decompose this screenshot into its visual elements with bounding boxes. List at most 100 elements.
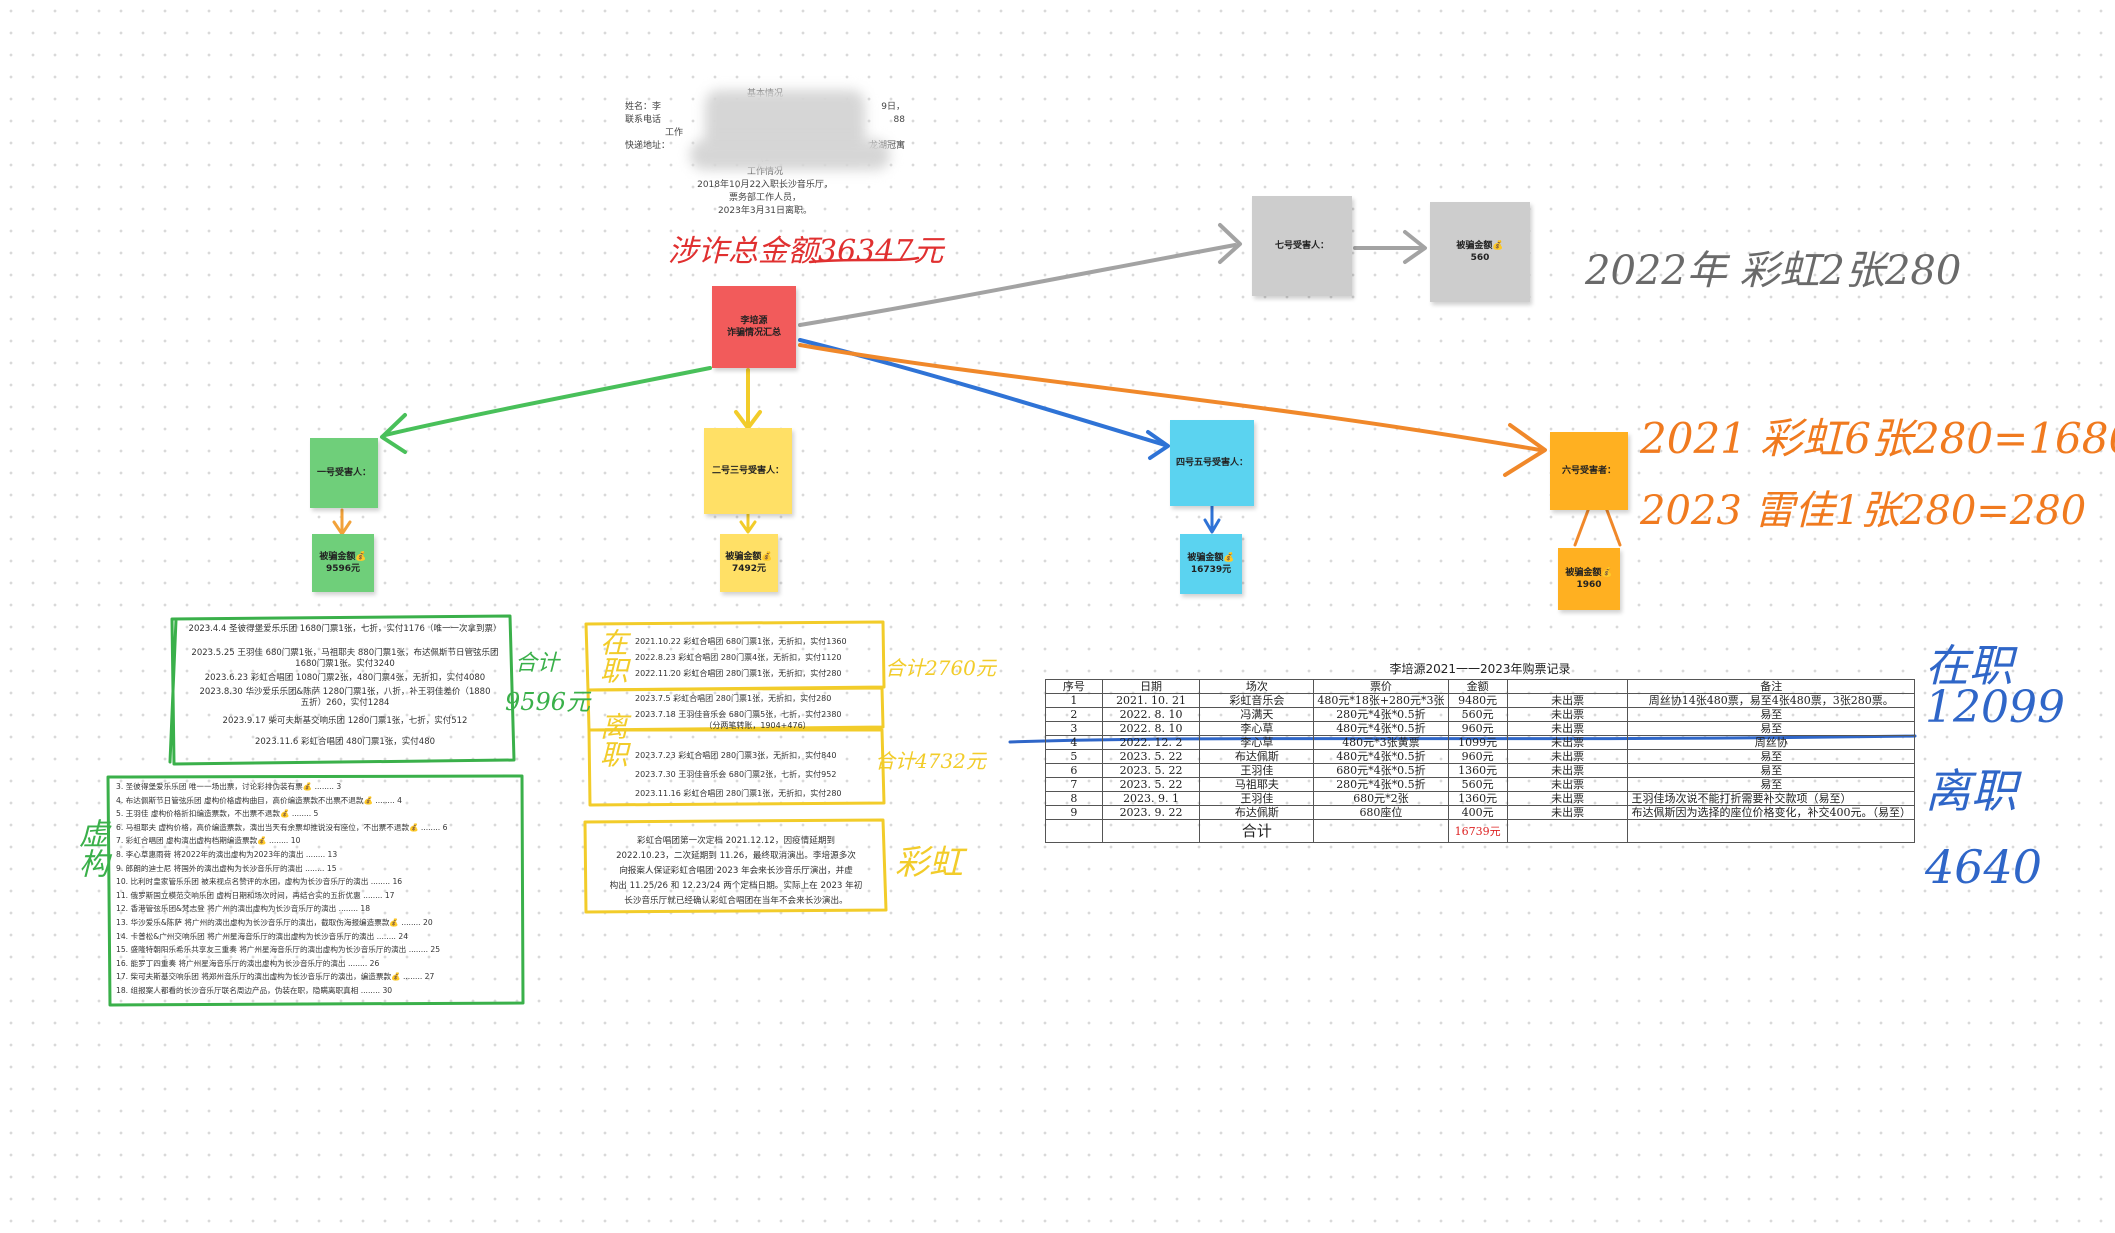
victim7-label: 七号受害人：: [1274, 240, 1329, 251]
arrow-to-victim1: [383, 366, 712, 437]
profile-line: 快递地址：: [625, 141, 671, 151]
list-item: （分两笔转账，1904+476）: [704, 721, 811, 730]
table-cell: 280元*4张*0.5折: [1313, 707, 1449, 722]
table-cell: 冯满天: [1199, 707, 1315, 722]
victim23-amount: 被骗金额💰 7492元: [725, 551, 773, 574]
table-cell: 1099元: [1447, 735, 1508, 750]
table-cell: 马祖耶夫: [1199, 777, 1315, 792]
victim7-amount-node[interactable]: 被骗金额💰 560: [1430, 202, 1530, 302]
table-cell: 2022. 8. 10: [1101, 721, 1201, 736]
table-cell: 2: [1045, 707, 1103, 722]
profile-line: 工作: [665, 128, 684, 138]
list-item: 2023.7.30 王羽佳音乐会 680门票2张，七折，实付952: [635, 770, 837, 779]
table-cell: 2023. 5. 22: [1101, 763, 1201, 778]
table-cell: 未出票: [1506, 777, 1629, 792]
table-cell: 未出票: [1506, 805, 1629, 820]
list-item: 2023.4.4 圣彼得堡爱乐乐团 1680门票1张，七折，实付1176（唯一一…: [188, 624, 502, 634]
list-item: 2023.5.25 王羽佳 680门票1张，马祖耶夫 880门票1张，布达佩斯节…: [191, 648, 499, 658]
fiction-list: 3. 圣彼得堡爱乐乐团 唯一一场出票，讨论彩排伪装有票💰 ........ 3 …: [116, 780, 516, 998]
table-cell: 960元: [1447, 721, 1508, 736]
victim23-amount-node[interactable]: 被骗金额💰 7492元: [720, 534, 778, 592]
arrow-to-victim7: [798, 243, 1237, 327]
victim1-amount-node[interactable]: 被骗金额💰 9596元: [312, 534, 374, 592]
note-line: 2022.10.23，二次延期到 11.26，最终取消演出。李培源多次: [616, 851, 856, 861]
profile-line: 9日，: [881, 102, 905, 112]
profile-line: 联系电话: [625, 115, 662, 125]
table-cell: 2021. 10. 21: [1101, 693, 1201, 708]
table-cell: [1101, 819, 1201, 843]
table-cell: [1506, 819, 1629, 843]
profile-line: 姓名：李: [625, 102, 662, 112]
privacy-blur: [690, 140, 890, 170]
table-cell: 易至: [1627, 763, 1915, 778]
victim1-amount: 被骗金额💰 9596元: [319, 551, 367, 574]
table-cell: 李心草: [1199, 735, 1315, 750]
table-cell: 480元*3张黄票: [1313, 735, 1449, 750]
list-item: 2023.7.5 彩虹合唱团 280门票1张，无折扣，实付280: [635, 694, 832, 703]
list-item: 7. 彩虹合唱团 虚构演出虚构档期编造票款💰 ........ 10: [116, 836, 301, 846]
profile-line: 2018年10月22入职长沙音乐厅，: [697, 180, 833, 190]
victim1-label: 一号受害人：: [316, 467, 371, 478]
table-cell: 2023. 9. 1: [1101, 791, 1201, 806]
list-item: 14. 卡普松&广州交响乐团 将广州星海音乐厅的演出虚构为长沙音乐厅的演出 ..…: [116, 931, 409, 941]
victim23-node[interactable]: 二号三号受害人：: [704, 428, 792, 514]
total-value: 16739元: [1447, 819, 1508, 843]
table-cell: 1: [1045, 693, 1103, 708]
table-cell: 2023. 9. 22: [1101, 805, 1201, 820]
table-cell: 6: [1045, 763, 1103, 778]
column-header: 场次: [1199, 679, 1315, 694]
table-cell: 4: [1045, 735, 1103, 750]
table-cell: 未出票: [1506, 791, 1629, 806]
victim45-amount-node[interactable]: 被骗金额💰 16739元: [1180, 534, 1242, 594]
table-cell: 560元: [1447, 707, 1508, 722]
victim45-label: 四号五号受害人：: [1175, 457, 1248, 468]
profile-line: 88: [893, 115, 905, 125]
list-item: 10. 比利时皇家管乐乐团 被来视点名赞评的水团，虚构为长沙音乐厅的演出 ...…: [116, 877, 403, 887]
victim23-inservice-list: 2021.10.22 彩虹合唱团 680门票1张，无折扣，实付1360 2022…: [635, 634, 880, 682]
table-cell: 易至: [1627, 721, 1915, 736]
column-header: 票价: [1313, 679, 1449, 694]
table-cell: 王羽佳: [1199, 763, 1315, 778]
note-line: 彩虹合唱团第一次定档 2021.12.12，因疫情延期到: [636, 836, 836, 846]
annotation-2022-rainbow: 2022年 彩虹2张280: [1585, 248, 1962, 294]
list-item: 13. 华沙爱乐&陈萨 将广州的演出虚构为长沙音乐厅的演出，截取伤海报编造票款💰…: [116, 917, 433, 927]
table-cell: 2023. 5. 22: [1101, 749, 1201, 764]
yellow-total-b: 合计4732元: [875, 749, 986, 773]
table-cell: [1627, 819, 1915, 843]
fiction-label: 虚构: [73, 818, 108, 878]
list-item: 6. 马祖耶夫 虚构价格，高价编造票款，演出当天有余票却推说没有座位，不出票不退…: [116, 822, 448, 832]
victim1-node[interactable]: 一号受害人：: [310, 438, 378, 508]
table-header-row: 序号 日期 场次 票价 金额 备注: [1045, 679, 1915, 694]
table-cell: 布达佩斯因为选择的座位价格变化，补交400元。（易至）: [1627, 805, 1915, 820]
table-cell: 400元: [1447, 805, 1508, 820]
list-item: 15. 盛隆特朝阳乐希乐共享友三重奏 将广州星海音乐厅的演出虚构为长沙音乐厅的演…: [116, 945, 441, 955]
table-cell: 周丝协14张480票，易至4张480票，3张280票。: [1627, 693, 1915, 708]
victim6-amount-node[interactable]: 被骗金额💰 1960: [1558, 548, 1620, 610]
table-cell: 480元*4张*0.5折: [1313, 749, 1449, 764]
table-cell: 未出票: [1506, 735, 1629, 750]
blue-resigned-label: 离职: [1925, 764, 2017, 818]
yellow-list-border-c: [587, 728, 886, 807]
table-cell: 280元*4张*0.5折: [1313, 777, 1449, 792]
rainbow-note: 彩虹合唱团第一次定档 2021.12.12，因疫情延期到 2022.10.23，…: [590, 834, 882, 909]
list-item: 17. 柴可夫斯基交响乐团 将郑州音乐厅的演出虚构为长沙音乐厅的演出，编造票款💰…: [116, 972, 435, 982]
victim6-node[interactable]: 六号受害者：: [1550, 432, 1628, 510]
annotation-2021-rainbow: 2021 彩虹6张280=1680: [1640, 414, 2115, 463]
table-cell: 未出票: [1506, 707, 1629, 722]
blue-inservice-label: 在职: [1925, 641, 2013, 692]
note-line: 长沙音乐厅就已经确认彩虹合唱团在当年不会来长沙演出。: [624, 896, 848, 906]
table-cell: 布达佩斯: [1199, 805, 1315, 820]
center-node[interactable]: 李培源 诈骗情况汇总: [712, 286, 796, 368]
table-cell: 王羽佳场次说不能打折需要补交款项（易至）: [1627, 791, 1915, 806]
list-item: 2023.6.23 彩虹合唱团 1080门票2张，480门票4张，无折扣，实付4…: [204, 673, 486, 683]
yellow-total-a: 合计2760元: [885, 656, 996, 680]
list-item: 12. 香港管弦乐团&梵志登 将广州的演出虚构为长沙音乐厅的演出 .......…: [116, 904, 371, 914]
table-cell: 易至: [1627, 707, 1915, 722]
victim7-node[interactable]: 七号受害人：: [1252, 196, 1352, 296]
list-item: 2023.11.16 彩虹合唱团 280门票1张，无折扣，实付280: [635, 789, 842, 798]
note-line: 构出 11.25/26 和 12.23/24 两个定档日期。实际上在 2023 …: [609, 881, 863, 891]
victim45-node[interactable]: 四号五号受害人：: [1170, 420, 1254, 506]
